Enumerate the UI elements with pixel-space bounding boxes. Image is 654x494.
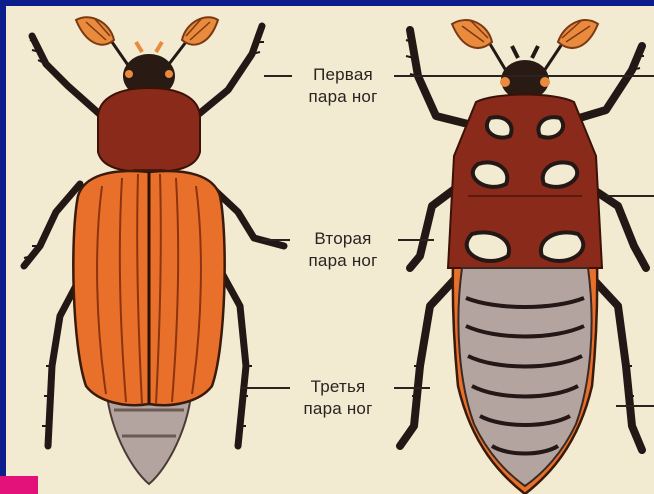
beetle-dorsal-view (24, 17, 284, 484)
label-leg-pair-1-line2: пара ног (288, 86, 398, 108)
label-leg-pair-3: Третья пара ног (282, 376, 394, 420)
label-leg-pair-1: Первая пара ног (288, 64, 398, 108)
diagram-panel: Первая пара ног Вторая пара ног Третья п… (6, 6, 654, 494)
label-leg-pair-1-line1: Первая (288, 64, 398, 86)
label-leg-pair-3-line2: пара ног (282, 398, 394, 420)
antenna-right-ventral (542, 20, 598, 74)
corner-accent-mark (0, 476, 38, 494)
label-leg-pair-3-line1: Третья (282, 376, 394, 398)
antenna-left (76, 17, 130, 68)
label-leg-pair-2-line2: пара ног (286, 250, 400, 272)
beetle-ventral-view (400, 20, 646, 494)
label-leg-pair-2-line1: Вторая (286, 228, 400, 250)
label-leg-pair-2: Вторая пара ног (286, 228, 400, 272)
pronotum (98, 88, 200, 172)
antenna-right (166, 17, 218, 68)
antenna-left-ventral (452, 20, 508, 74)
